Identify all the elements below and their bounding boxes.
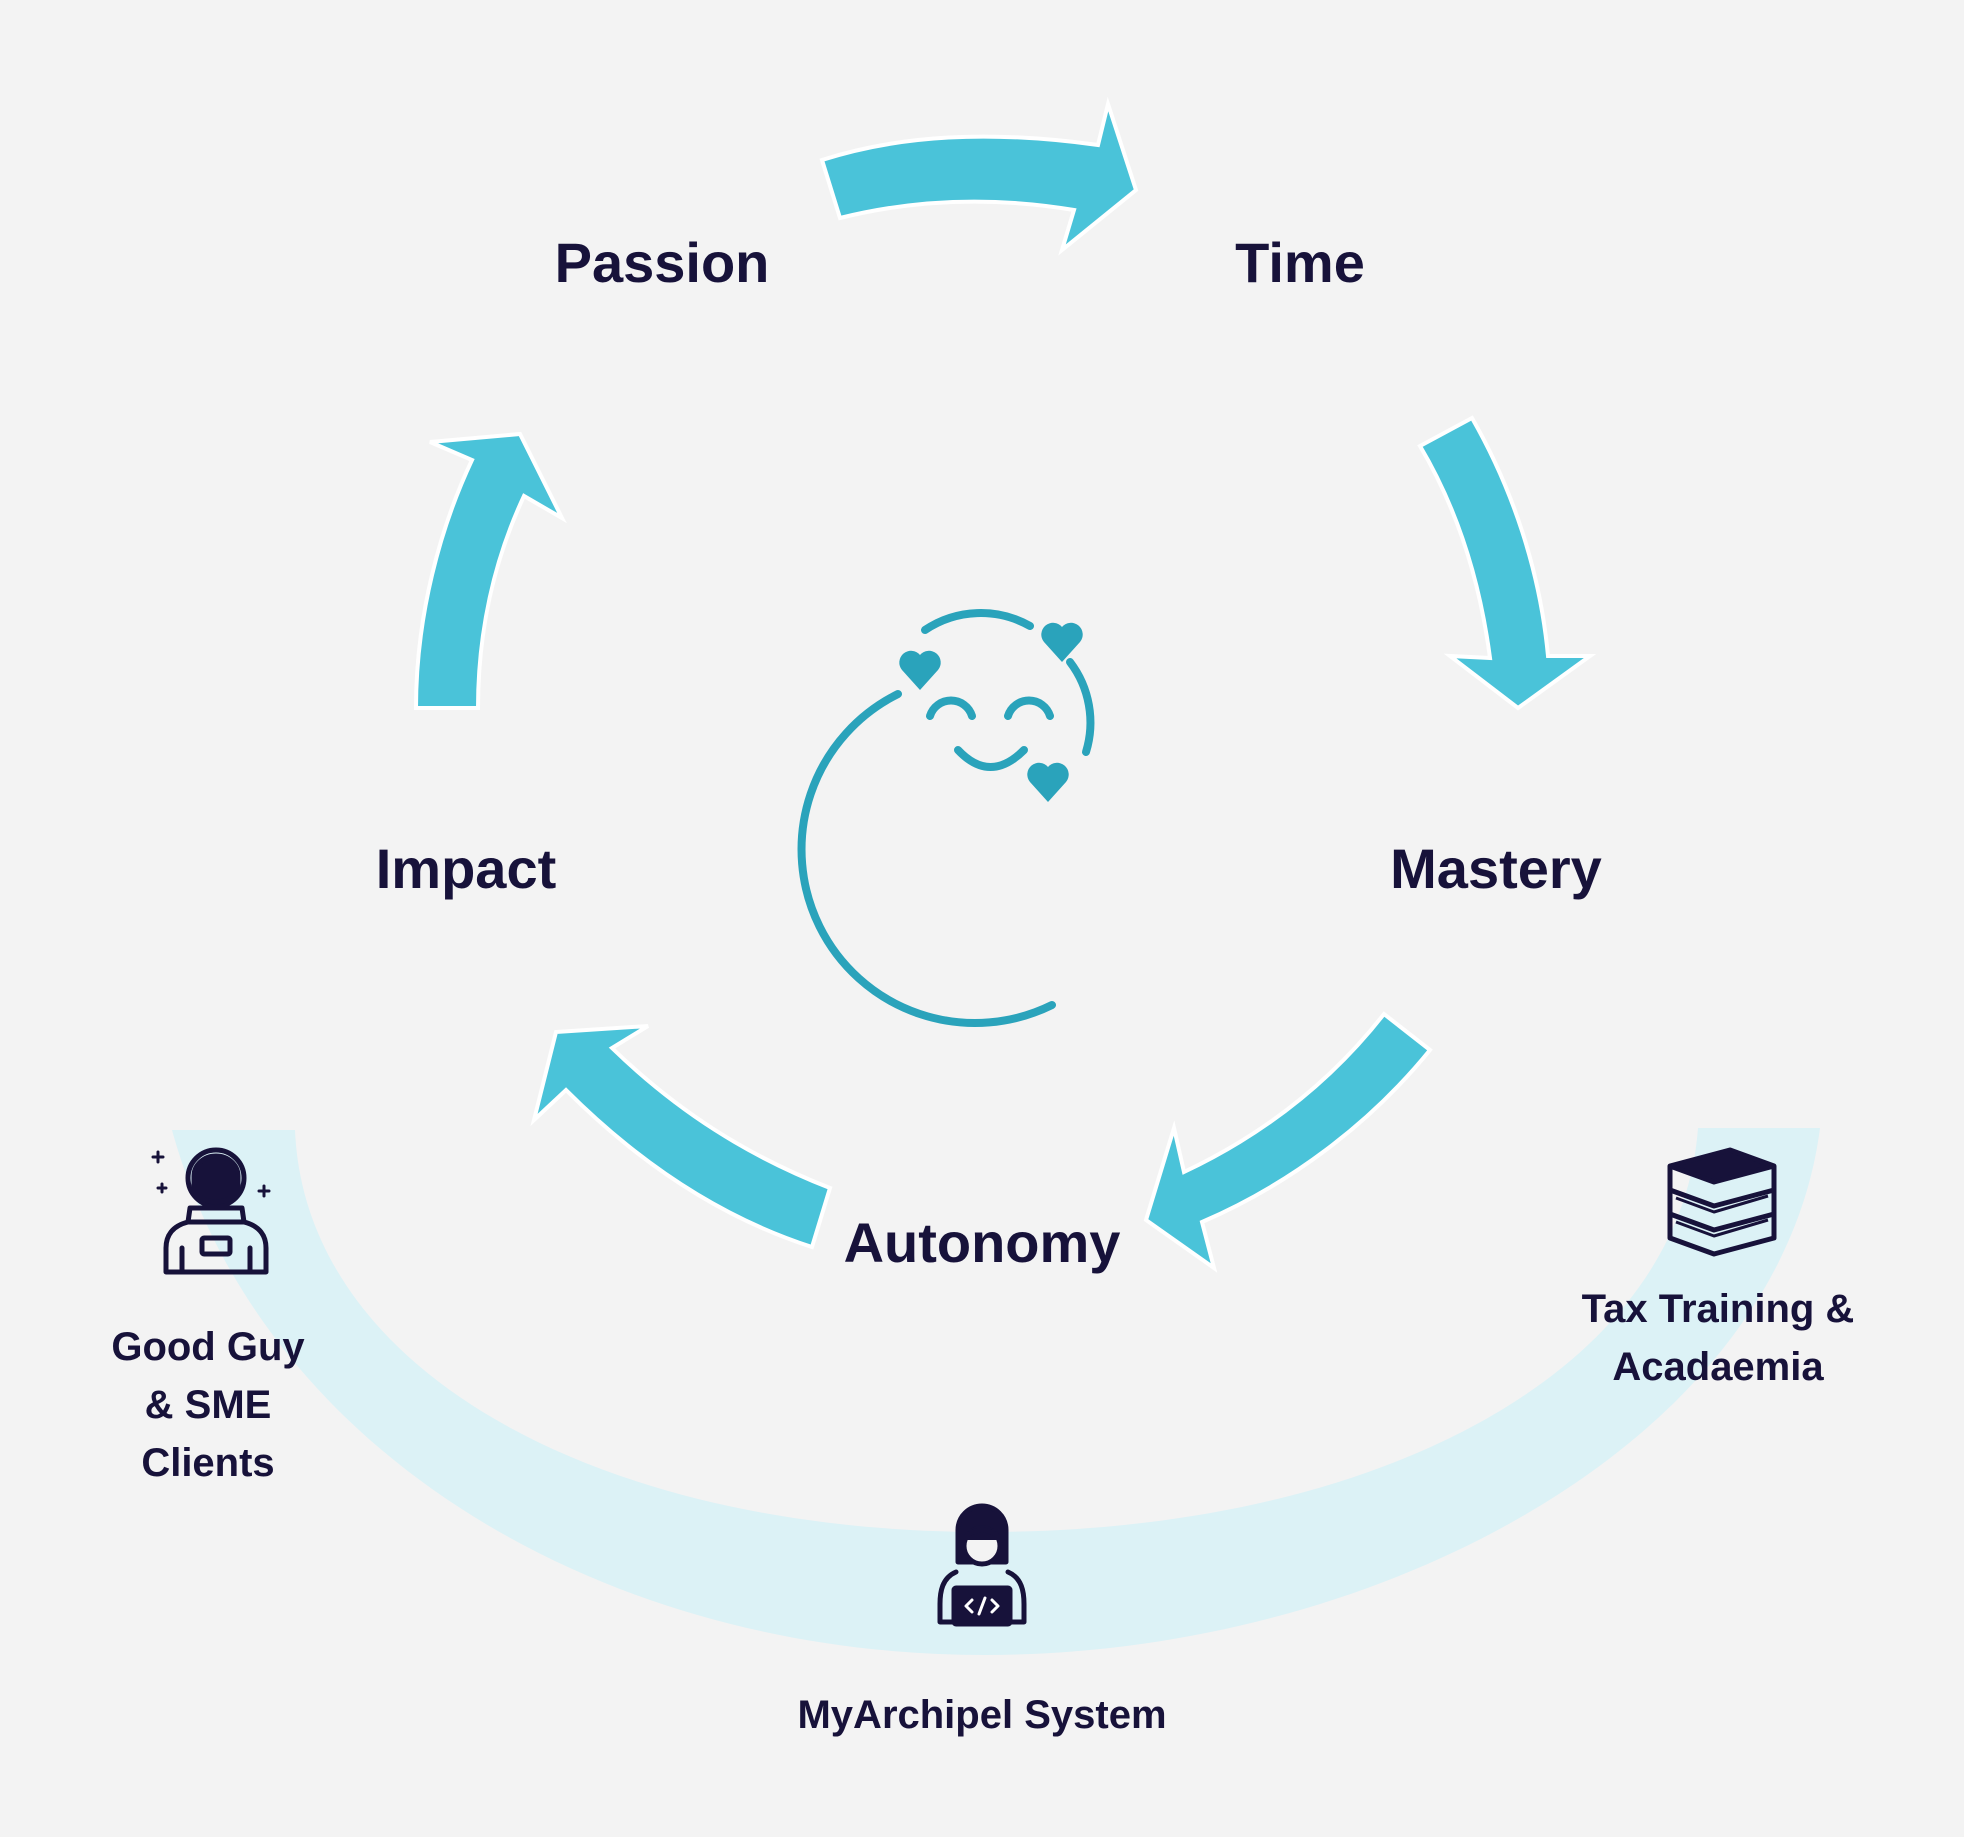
label-impact: Impact bbox=[376, 837, 557, 900]
heart-icon bbox=[899, 650, 941, 690]
smiling-face-with-hearts-icon bbox=[797, 609, 1095, 1027]
astronaut-icon bbox=[151, 1147, 271, 1275]
label-mastery: Mastery bbox=[1390, 837, 1602, 900]
label-left-line-2: & SME bbox=[145, 1383, 272, 1427]
arrow-time-to-mastery bbox=[1417, 415, 1597, 711]
cycle-arrows bbox=[413, 96, 1597, 1273]
label-good-guy-sme-clients: Good Guy & SME Clients bbox=[111, 1325, 305, 1485]
arrow-autonomy-to-impact bbox=[530, 1024, 833, 1250]
label-time: Time bbox=[1235, 231, 1365, 294]
label-autonomy: Autonomy bbox=[844, 1211, 1121, 1274]
arrow-impact-to-passion bbox=[413, 431, 567, 710]
arrow-passion-to-time bbox=[819, 96, 1139, 256]
arrow-mastery-to-autonomy bbox=[1143, 1011, 1433, 1273]
label-tax-training-acadaemia: Tax Training & Acadaemia bbox=[1582, 1287, 1855, 1389]
heart-icon bbox=[1041, 622, 1083, 662]
book-stack-icon bbox=[1667, 1147, 1777, 1257]
label-passion: Passion bbox=[555, 231, 770, 294]
heart-icon bbox=[1027, 762, 1069, 802]
label-left-line-3: Clients bbox=[141, 1441, 274, 1485]
foundation-band bbox=[172, 1128, 1820, 1655]
label-right-line-1: Tax Training & bbox=[1582, 1287, 1855, 1331]
label-left-line-1: Good Guy bbox=[111, 1325, 305, 1369]
label-myarchipel-system: MyArchipel System bbox=[797, 1693, 1166, 1737]
label-right-line-2: Acadaemia bbox=[1612, 1345, 1824, 1389]
developer-at-laptop-icon bbox=[937, 1503, 1027, 1627]
